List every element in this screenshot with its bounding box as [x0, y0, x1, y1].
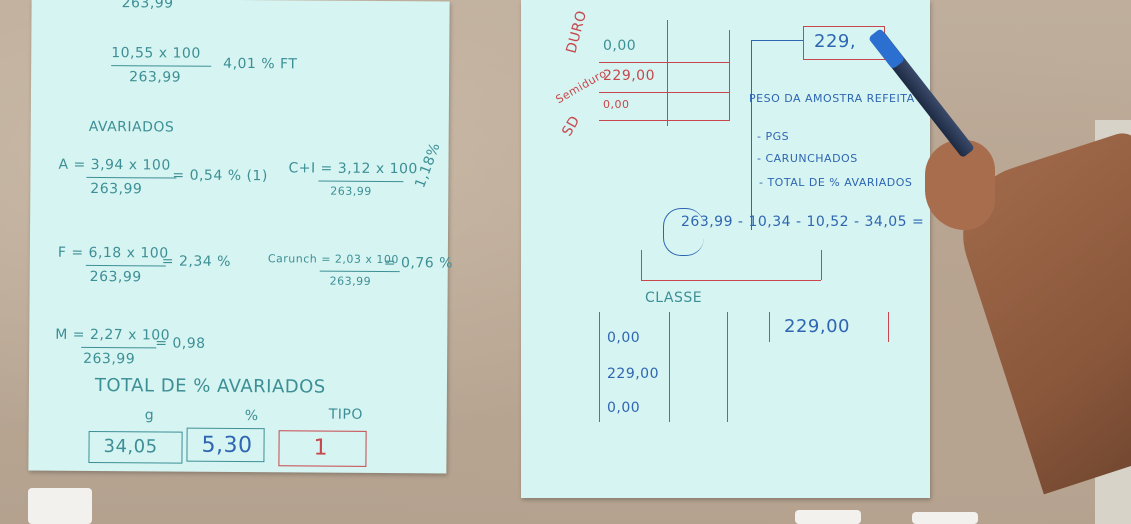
box-tipo-value: 1 — [313, 435, 329, 461]
f-denominator: 263,99 — [89, 268, 142, 286]
ft-denominator: 263,99 — [129, 69, 182, 86]
ft-fraction-line — [111, 65, 212, 67]
left-paper-sheet: 263,99 10,55 x 100 263,99 4,01 % FT AVAR… — [28, 0, 453, 474]
m-denominator: 263,99 — [83, 350, 136, 368]
box-g: 34,05 — [88, 430, 183, 464]
m-result: = 0,98 — [155, 335, 206, 352]
reg-vertical — [667, 20, 668, 126]
duro-label: DURO — [563, 8, 591, 56]
a-formula: A = 3,94 x 100 — [58, 156, 171, 174]
total-avariados-label: TOTAL DE % AVARIADOS — [94, 374, 326, 398]
c-formula: C+I = 3,12 x 100 — [288, 160, 418, 178]
a-result: = 0,54 % (1) — [172, 167, 268, 185]
ft-formula: 10,55 x 100 — [111, 45, 201, 62]
classe-bracket-bottom — [641, 280, 821, 281]
reg-divider-1 — [599, 62, 729, 63]
peso-label: PESO DA AMOSTRA REFEITA — [749, 92, 915, 105]
col-g-label: g — [144, 407, 155, 424]
c-fraction-line — [318, 180, 404, 183]
calc-line: 263,99 - 10,34 - 10,52 - 34,05 = — [681, 214, 925, 230]
m-fraction-line — [81, 346, 157, 349]
classe-col-mid — [669, 312, 670, 422]
box-tipo: 1 — [278, 430, 367, 467]
ft-result: 4,01 % FT — [223, 55, 298, 73]
a-denominator: 263,99 — [90, 180, 143, 198]
classe-label: CLASSE — [645, 290, 703, 306]
f-fraction-line — [85, 264, 166, 267]
reg-value-1: 0,00 — [603, 38, 637, 54]
bottom-value-2: 229,00 — [607, 366, 659, 382]
m-formula: M = 2,27 x 100 — [55, 326, 171, 344]
bottom-value-1: 0,00 — [607, 330, 641, 346]
c-denominator: 263,99 — [330, 184, 372, 198]
reg-value-2: 229,00 — [603, 68, 655, 84]
carunchado-denominator: 263,99 — [329, 274, 372, 288]
total-avariados-right-label: - TOTAL DE % AVARIADOS — [759, 176, 913, 189]
f-result: = 2,34 % — [161, 253, 231, 270]
mole-label: SD — [559, 113, 584, 139]
classe-col-left — [599, 312, 600, 422]
box-pct-value: 5,30 — [201, 432, 253, 459]
right-paper-sheet: DURO Semiduro SD 0,00 229,00 0,00 229, P… — [521, 0, 930, 498]
bottom-box-value: 229,00 — [784, 316, 850, 337]
a-fraction-line — [86, 176, 177, 179]
box-pct: 5,30 — [186, 427, 265, 463]
bottom-value-3: 0,00 — [607, 400, 641, 416]
pgs-label: - PGS — [757, 130, 790, 143]
connector-top — [751, 40, 803, 41]
reg-value-3: 0,00 — [603, 98, 630, 111]
classe-bracket-left — [641, 250, 642, 280]
reg-divider-2 — [599, 92, 729, 93]
bottom-left-label — [28, 488, 92, 524]
classe-col-right — [727, 312, 728, 422]
top-box-value: 229, — [814, 31, 857, 52]
classe-bracket-right — [821, 250, 822, 280]
box-g-value: 34,05 — [103, 436, 158, 458]
bottom-box: 229,00 — [769, 312, 889, 342]
connector-vertical — [751, 40, 752, 230]
top-value: 263,99 — [121, 0, 174, 12]
calc-bracket — [663, 208, 704, 256]
col-pct-label: % — [244, 408, 259, 425]
avariados-heading: AVARIADOS — [88, 118, 175, 136]
bottom-right-label-2 — [912, 512, 978, 524]
reg-block — [599, 30, 730, 121]
col-tipo-label: TIPO — [328, 406, 363, 423]
carunchado-formula: Carunch = 2,03 x 100 — [267, 252, 399, 267]
bottom-right-label-1 — [795, 510, 861, 524]
f-formula: F = 6,18 x 100 — [57, 244, 169, 262]
carunch-label: - CARUNCHADOS — [757, 152, 858, 165]
carunchado-result: = 0,76 % — [383, 255, 453, 272]
